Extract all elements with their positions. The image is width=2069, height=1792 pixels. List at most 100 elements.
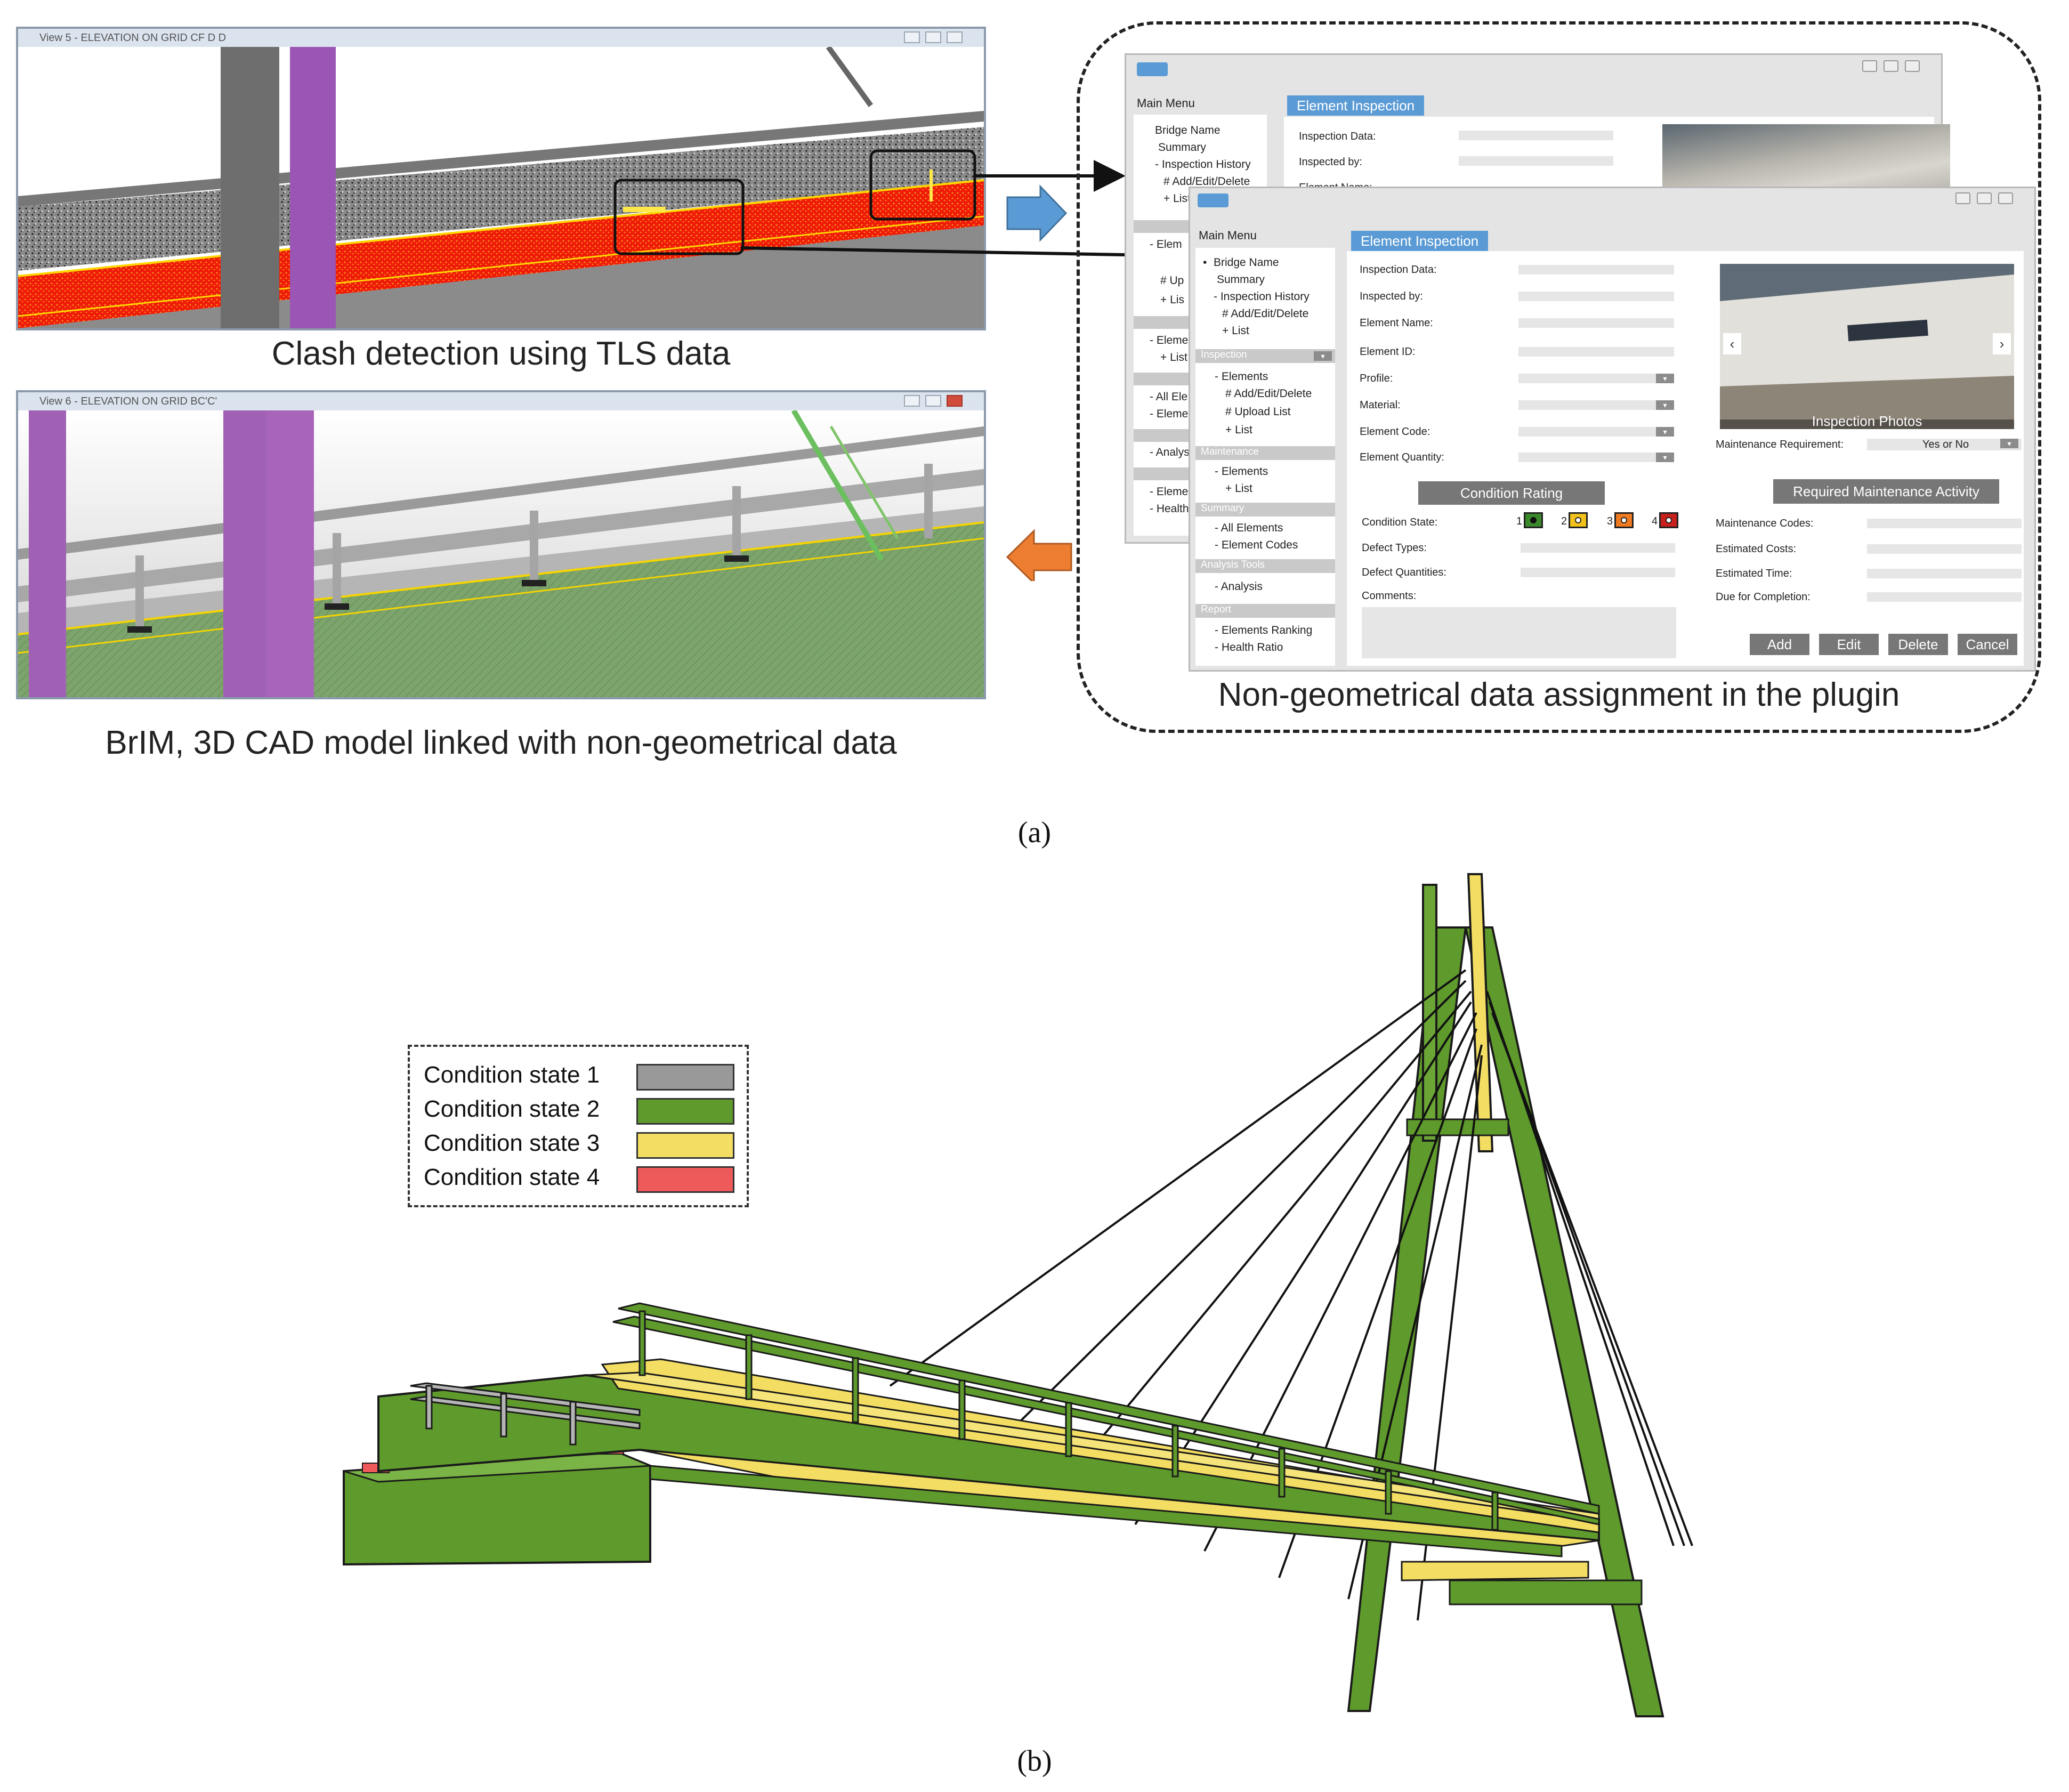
menu-item-inspection-history[interactable]: - Inspection History: [1155, 158, 1251, 171]
edit-button[interactable]: Edit: [1819, 634, 1879, 655]
inspection-photo: Inspection Photos ‹ ›: [1720, 264, 2014, 429]
chevron-down-icon[interactable]: ▾: [1656, 453, 1674, 462]
chevron-down-icon[interactable]: ▾: [1656, 374, 1674, 383]
minimize-icon[interactable]: [904, 395, 920, 407]
menu-item-list[interactable]: + List: [1222, 325, 1249, 337]
close-icon[interactable]: [947, 31, 963, 43]
menu-item-truncated[interactable]: + Lis: [1160, 294, 1184, 306]
field-input[interactable]: [1518, 292, 1674, 301]
field-input[interactable]: [1521, 568, 1675, 577]
menu-item-inspection-history[interactable]: - Inspection History: [1214, 290, 1310, 303]
chevron-down-icon[interactable]: ▾: [2000, 439, 2018, 448]
chevron-down-icon[interactable]: ▾: [1656, 427, 1674, 437]
right-arrow-icon: [1006, 184, 1068, 242]
maintenance-select[interactable]: [1867, 439, 2022, 450]
field-input[interactable]: [1518, 318, 1674, 328]
menu-item-all-elements[interactable]: - All Elements: [1215, 522, 1283, 534]
field-input[interactable]: [1459, 156, 1613, 166]
menu-item-list[interactable]: + List: [1225, 424, 1252, 436]
minimize-icon[interactable]: [904, 31, 920, 43]
app-tab[interactable]: [1198, 193, 1229, 207]
field-input[interactable]: [1459, 131, 1613, 140]
field-input[interactable]: [1521, 543, 1675, 553]
chevron-down-icon[interactable]: ▾: [1314, 351, 1332, 361]
menu-item-truncated[interactable]: - All Ele: [1150, 391, 1188, 403]
close-icon[interactable]: [1905, 60, 1920, 72]
field-input[interactable]: [1867, 592, 2022, 602]
comments-textarea[interactable]: [1362, 607, 1676, 658]
required-maintenance-button[interactable]: Required Maintenance Activity: [1773, 479, 1999, 504]
field-input[interactable]: [1518, 347, 1674, 357]
minimize-icon[interactable]: [1862, 60, 1877, 72]
field-select[interactable]: [1518, 427, 1674, 437]
maximize-icon[interactable]: [925, 395, 941, 407]
maximize-icon[interactable]: [1977, 192, 1992, 204]
menu-item-truncated[interactable]: # Up: [1160, 275, 1184, 287]
maximize-icon[interactable]: [1884, 60, 1898, 72]
chevron-right-icon[interactable]: ›: [1993, 333, 2011, 354]
field-input[interactable]: [1867, 544, 2022, 554]
field-input[interactable]: [1518, 265, 1674, 275]
menu-item-truncated[interactable]: - Elem: [1150, 238, 1182, 251]
menu-section-summary[interactable]: Summary: [1195, 503, 1335, 516]
condition-rating-button[interactable]: Condition Rating: [1418, 481, 1605, 505]
field-input[interactable]: [1867, 569, 2022, 578]
main-menu-label: Main Menu: [1137, 96, 1195, 110]
field-input[interactable]: [1867, 519, 2022, 528]
menu-item-truncated[interactable]: - Analys: [1150, 446, 1190, 458]
tls-window-title: View 5 - ELEVATION ON GRID CF D D: [39, 32, 227, 44]
field-select[interactable]: [1518, 374, 1674, 383]
menu-section-analysis-tools[interactable]: Analysis Tools: [1195, 559, 1335, 573]
menu-item-list[interactable]: + List: [1163, 192, 1191, 205]
field-select[interactable]: [1518, 400, 1674, 410]
chevron-left-icon[interactable]: ‹: [1723, 333, 1741, 354]
menu-item-elements[interactable]: - Elements: [1215, 370, 1268, 383]
field-label: Defect Types:: [1362, 542, 1427, 554]
menu-item-truncated[interactable]: - Health: [1150, 503, 1189, 515]
menu-item-summary[interactable]: Summary: [1158, 141, 1206, 154]
tls-window-titlebar: View 5 - ELEVATION ON GRID CF D D: [18, 29, 984, 48]
menu-item-truncated[interactable]: - Eleme: [1150, 408, 1189, 420]
menu-item-health-ratio[interactable]: - Health Ratio: [1215, 641, 1283, 653]
condition-state-2-radio[interactable]: [1569, 512, 1588, 528]
cancel-button[interactable]: Cancel: [1958, 634, 2017, 655]
menu-item-elements-ranking[interactable]: - Elements Ranking: [1215, 624, 1313, 636]
menu-item-bridge-name[interactable]: Bridge Name: [1214, 256, 1279, 269]
field-label: Inspection Data:: [1360, 264, 1437, 276]
field-select[interactable]: [1518, 453, 1674, 462]
menu-item-upload-list[interactable]: # Upload List: [1225, 406, 1291, 418]
menu-item-element-codes[interactable]: - Element Codes: [1215, 539, 1298, 551]
close-icon[interactable]: [947, 395, 963, 407]
legend-swatch-yellow: [636, 1132, 734, 1159]
add-button[interactable]: Add: [1750, 634, 1809, 655]
menu-item-truncated[interactable]: - Eleme: [1150, 486, 1189, 498]
condition-state-1-radio[interactable]: [1524, 512, 1543, 528]
app-tab[interactable]: [1137, 62, 1168, 76]
menu-item-summary[interactable]: Summary: [1217, 273, 1265, 286]
menu-item-elements[interactable]: - Elements: [1215, 465, 1268, 478]
menu-item-truncated[interactable]: + List: [1160, 351, 1187, 364]
close-icon[interactable]: [1998, 192, 2013, 204]
menu-section-report[interactable]: Report: [1195, 604, 1335, 618]
delete-button[interactable]: Delete: [1888, 634, 1948, 655]
menu-item-list[interactable]: + List: [1225, 482, 1252, 495]
legend-label: Condition state 2: [424, 1096, 600, 1122]
menu-section-maintenance[interactable]: Maintenance: [1195, 446, 1335, 460]
menu-item-add-edit-delete[interactable]: # Add/Edit/Delete: [1163, 175, 1250, 188]
menu-section-inspection[interactable]: Inspection: [1195, 349, 1335, 363]
plugin-container: [1077, 21, 2041, 733]
field-label: Inspection Data:: [1299, 131, 1376, 142]
cad-window: View 6 - ELEVATION ON GRID BC'C': [16, 390, 986, 699]
menu-item-truncated[interactable]: - Eleme: [1150, 334, 1189, 346]
condition-state-4-radio[interactable]: [1659, 512, 1678, 528]
condition-state-3-radio[interactable]: [1614, 512, 1634, 528]
maximize-icon[interactable]: [925, 31, 941, 43]
chevron-down-icon[interactable]: ▾: [1656, 400, 1674, 410]
plugin-caption: Non-geometrical data assignment in the p…: [1218, 676, 1900, 713]
menu-item-add-edit-delete[interactable]: # Add/Edit/Delete: [1225, 388, 1312, 400]
menu-item-analysis[interactable]: - Analysis: [1215, 580, 1263, 593]
menu-item-add-edit-delete[interactable]: # Add/Edit/Delete: [1222, 308, 1309, 320]
minimize-icon[interactable]: [1955, 192, 1970, 204]
field-label: Due for Completion:: [1716, 591, 1811, 603]
menu-item-bridge-name[interactable]: Bridge Name: [1155, 124, 1221, 136]
